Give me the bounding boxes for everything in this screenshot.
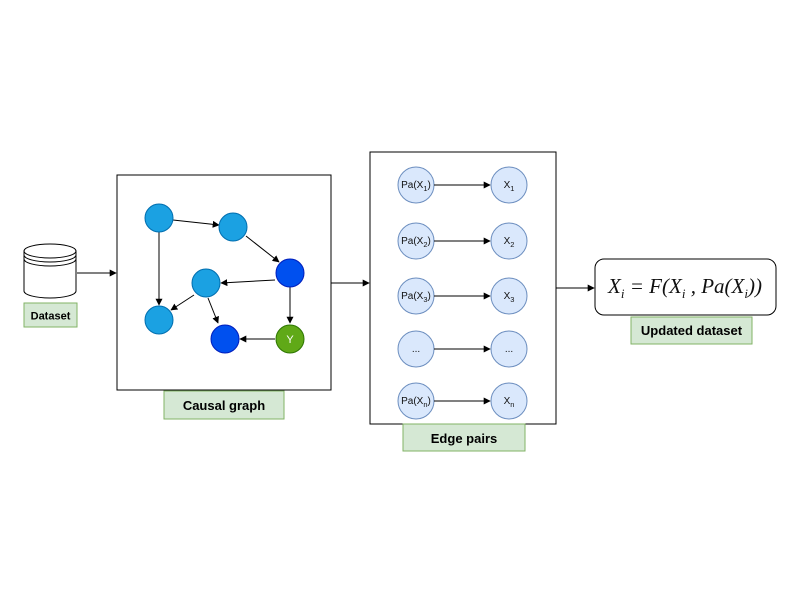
edge-pairs-label-box xyxy=(402,423,526,452)
child-node-label: X3 xyxy=(504,291,515,304)
edge-pairs-box xyxy=(369,151,557,425)
child-node xyxy=(490,277,528,315)
parent-node-label: Pa(X2) xyxy=(401,236,431,249)
parent-node-label: Pa(Xn) xyxy=(401,396,431,409)
edge-pairs-label: Edge pairs xyxy=(431,431,497,446)
child-node xyxy=(490,382,528,420)
child-node xyxy=(490,166,528,204)
dataset-icon xyxy=(23,243,77,299)
edge-pair-row: Pa(Xn) Xn xyxy=(397,382,528,420)
child-node-label: Xn xyxy=(504,396,515,409)
child-node xyxy=(490,222,528,260)
graph-node-y xyxy=(275,324,305,354)
updated-dataset-label: Updated dataset xyxy=(641,323,743,338)
graph-node-y-label: Y xyxy=(286,334,294,346)
dataset-label-box xyxy=(23,302,78,328)
dataset-label: Dataset xyxy=(31,311,71,323)
edge xyxy=(172,219,220,228)
graph-edges xyxy=(155,219,294,343)
edge-pair-row: Pa(X2) X2 xyxy=(397,222,528,260)
graph-node xyxy=(210,324,240,354)
graph-node xyxy=(218,212,248,242)
updated-dataset-label-box xyxy=(630,316,753,345)
graph-node xyxy=(144,203,174,233)
edge xyxy=(245,235,280,263)
parent-node-label: Pa(X1) xyxy=(401,180,431,193)
child-node xyxy=(490,330,528,368)
graph-node xyxy=(275,258,305,288)
child-node-label: X1 xyxy=(504,180,515,193)
causal-graph-label: Causal graph xyxy=(183,398,265,413)
parent-node-label: ... xyxy=(412,344,420,355)
child-node-label: X2 xyxy=(504,236,515,249)
child-node-label: ... xyxy=(505,344,513,355)
graph-node xyxy=(144,305,174,335)
causal-graph-label-box xyxy=(163,390,285,420)
edge-pair-row: Pa(X3) X3 xyxy=(397,277,528,315)
edge-pair-row: Pa(X1) X1 xyxy=(397,166,528,204)
graph-node xyxy=(191,268,221,298)
formula-box xyxy=(594,258,777,316)
edge xyxy=(207,297,219,324)
edge xyxy=(220,279,276,287)
parent-node-label: Pa(X3) xyxy=(401,291,431,304)
formula: Xi = F(Xi , Pa(Xi)) xyxy=(607,274,762,301)
edge-pair-row: ...... xyxy=(397,330,528,368)
edge xyxy=(170,294,195,311)
